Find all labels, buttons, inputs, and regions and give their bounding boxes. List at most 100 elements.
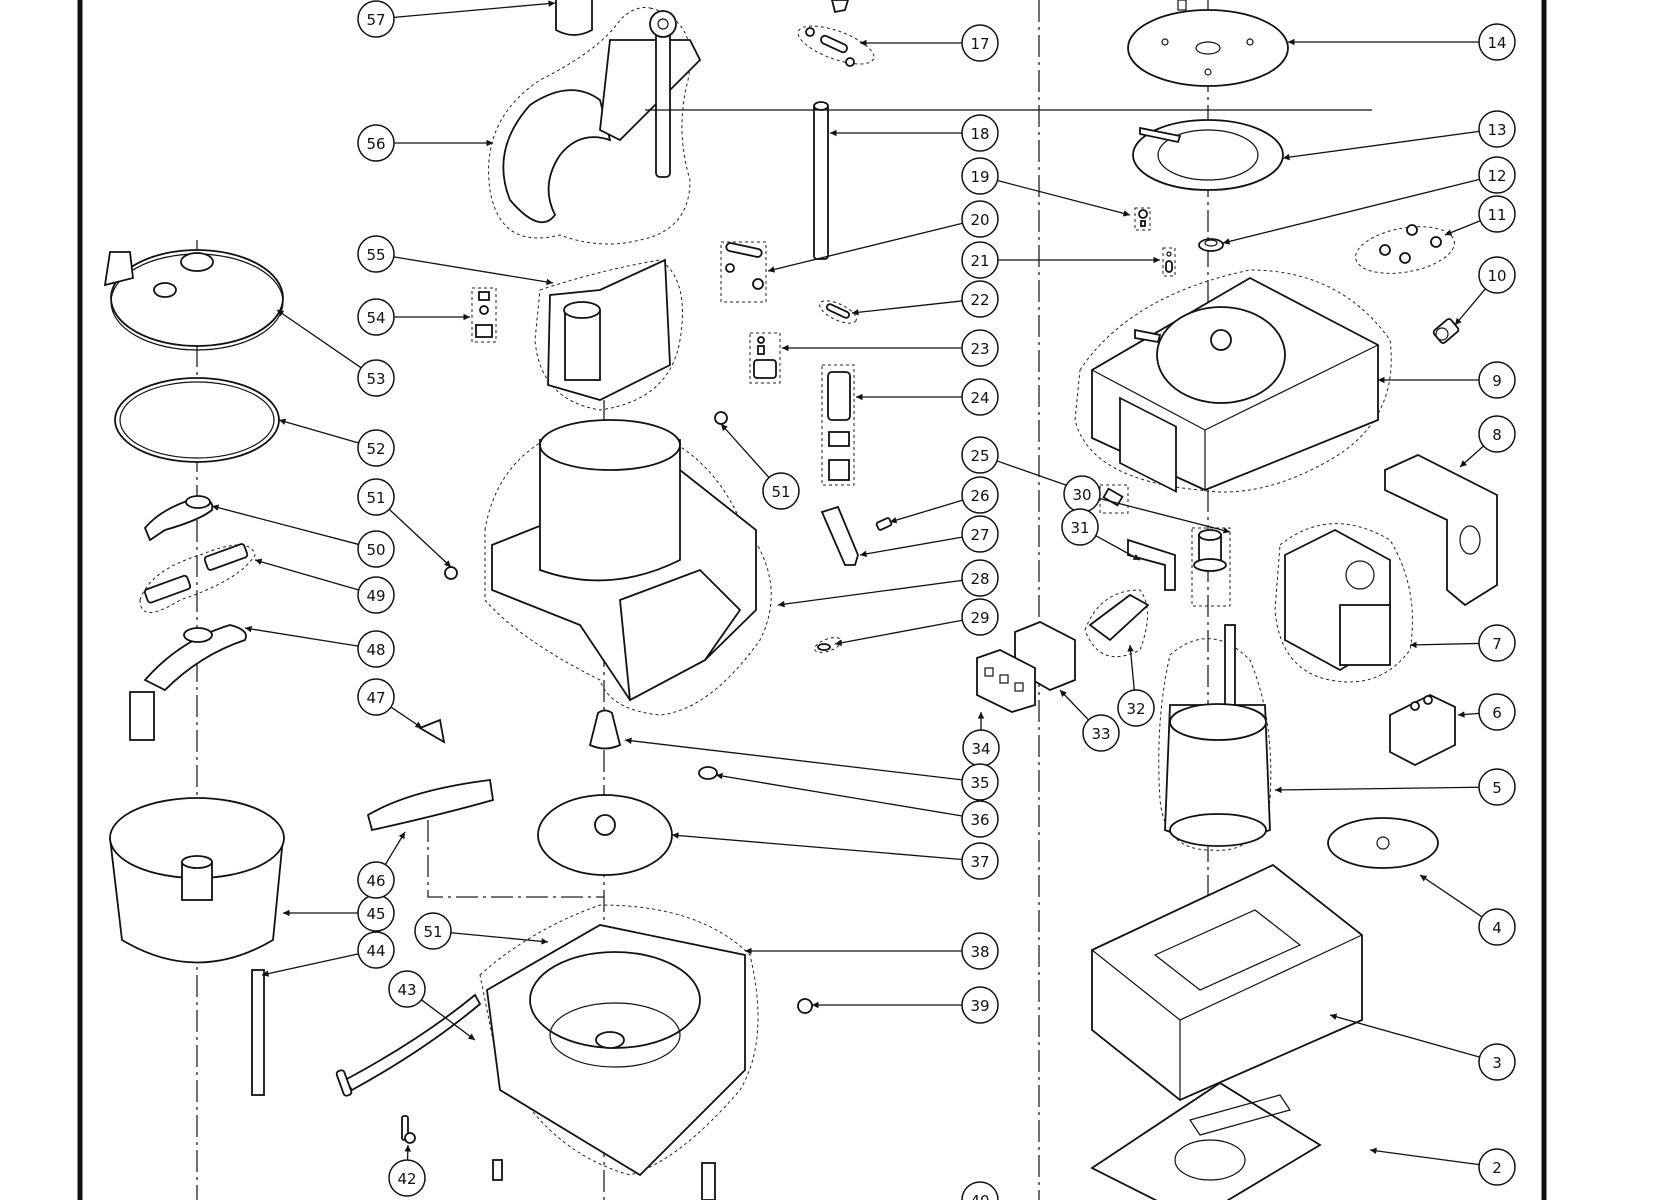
callout-43: 43	[388, 970, 476, 1041]
callout-bubble	[961, 241, 999, 279]
part-pusher-assembly	[488, 7, 702, 245]
leader-line	[1274, 786, 1480, 794]
part-microswitch	[1099, 484, 1129, 514]
callout-bubble	[1478, 361, 1516, 399]
callout-50: 50	[211, 504, 395, 568]
callout-24: 24	[856, 378, 999, 416]
leader-line	[624, 737, 963, 781]
callout-17: 17	[860, 24, 999, 62]
part-bowl	[109, 797, 285, 964]
callout-48: 48	[244, 625, 395, 668]
callout-14: 14	[1288, 23, 1516, 61]
callout-number: 2	[1492, 1159, 1502, 1177]
callout-number: 38	[970, 943, 989, 961]
part-bolt	[875, 517, 893, 531]
leader-line	[1454, 288, 1486, 326]
callout-bubble	[961, 24, 999, 62]
callout-number: 20	[970, 211, 989, 229]
part-blade	[366, 778, 495, 832]
part-bushing-set	[821, 364, 855, 486]
leader-line	[1059, 689, 1090, 721]
leader-line	[1457, 711, 1480, 718]
callout-number: 11	[1487, 206, 1506, 224]
callout-number: 19	[970, 168, 989, 186]
callout-10: 10	[1454, 256, 1516, 326]
callout-21: 21	[961, 241, 1160, 279]
callout-bubble	[1478, 1148, 1516, 1186]
callout-number: 29	[970, 609, 989, 627]
callout-bubble	[357, 478, 395, 516]
callout-57: 57	[357, 0, 556, 38]
leader-line	[889, 499, 963, 524]
part-latch-set	[749, 332, 781, 384]
callout-bubble	[357, 530, 395, 568]
callout-37: 37	[671, 832, 999, 880]
callout-bubble	[961, 280, 999, 318]
callout-46: 46	[357, 831, 406, 899]
callout-bubble	[1061, 508, 1099, 546]
callout-number: 13	[1487, 121, 1506, 139]
part-blade-tip	[417, 718, 446, 744]
callout-11: 11	[1444, 195, 1516, 236]
leader-line	[851, 300, 963, 316]
part-screw-set	[1134, 207, 1151, 231]
part-bracket	[1384, 454, 1498, 607]
callout-bubble	[1082, 714, 1120, 752]
leader-line	[278, 418, 359, 444]
callout-number: 57	[366, 11, 385, 29]
callout-20: 20	[767, 200, 999, 273]
callout-number: 39	[970, 997, 989, 1015]
leader-line	[997, 179, 1131, 217]
callout-layer: 2345678910111213141718192021222324252627…	[211, 0, 1516, 1200]
callout-5: 5	[1274, 768, 1516, 806]
callout-bubble	[961, 800, 999, 838]
callout-33: 33	[1059, 689, 1120, 752]
part-scraper	[139, 543, 256, 613]
part-coupling	[1191, 527, 1231, 607]
part-motor-housing-top	[1074, 269, 1392, 493]
callout-number: 35	[970, 774, 989, 792]
callout-bubble	[961, 986, 999, 1024]
callout-number: 44	[366, 942, 385, 960]
leader-line	[254, 558, 359, 591]
leader-line	[671, 832, 963, 861]
callout-number: 56	[366, 135, 385, 153]
callout-number: 54	[366, 309, 385, 327]
callout-bubble	[357, 0, 395, 38]
callout-number: 9	[1492, 372, 1502, 390]
callout-bubble	[357, 359, 395, 397]
callout-bubble	[414, 912, 452, 950]
part-gasket-ring	[1132, 119, 1284, 191]
part-pusher-rod	[645, 101, 1372, 260]
callout-4: 4	[1419, 874, 1516, 946]
callout-8: 8	[1459, 415, 1516, 468]
part-cooling-fan	[1327, 817, 1439, 869]
part-knob	[143, 495, 214, 542]
callout-51: 51	[357, 478, 452, 568]
callout-bubble	[961, 114, 999, 152]
callout-bubble	[961, 598, 999, 636]
leader-line	[1099, 497, 1231, 534]
callout-number: 10	[1487, 267, 1506, 285]
callout-54: 54	[357, 298, 470, 336]
callout-number: 51	[771, 483, 790, 501]
leader-line	[1369, 1147, 1480, 1166]
part-seal	[1198, 238, 1224, 252]
callout-number: 33	[1091, 725, 1110, 743]
callout-number: 45	[366, 905, 385, 923]
part-bowl-base	[479, 904, 759, 1177]
callout-bubble	[1478, 23, 1516, 61]
callout-34: 34	[962, 712, 1000, 767]
part-slicing-disc	[537, 794, 673, 876]
leader-line	[261, 953, 359, 977]
part-slot-screw-set	[1162, 247, 1176, 277]
part-center-cone	[588, 709, 622, 750]
callout-12: 12	[1222, 156, 1516, 245]
part-feet	[1355, 224, 1455, 274]
leader-line	[393, 256, 554, 286]
callout-bubble	[961, 436, 999, 474]
callout-2: 2	[1369, 1147, 1516, 1186]
part-lid-body	[484, 419, 772, 716]
part-small-washer	[814, 637, 842, 653]
callout-bubble	[961, 559, 999, 597]
